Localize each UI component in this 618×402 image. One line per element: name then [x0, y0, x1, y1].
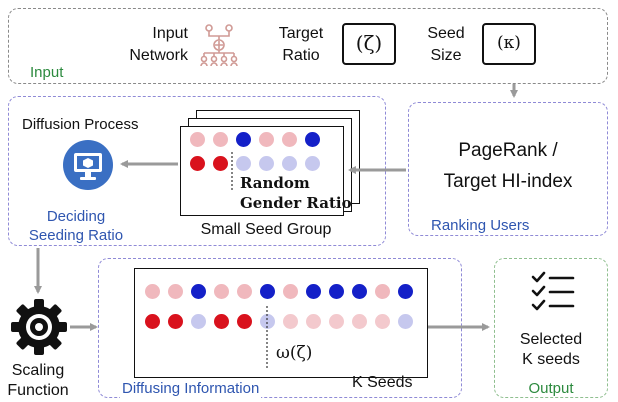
ratio-label-2: Ratio [282, 47, 320, 64]
input-panel [8, 8, 608, 84]
k-seed-dot-r1-c1 [145, 284, 160, 299]
seed-label-2: Size [430, 47, 462, 64]
omega-label: ω(ζ) [276, 343, 313, 363]
small-seed-group-label: Small Seed Group [200, 221, 332, 238]
k-seed-dot-r2-c7 [283, 314, 298, 329]
seed-dot-r2-c2 [213, 156, 228, 171]
k-seed-dot-r2-c6 [260, 314, 275, 329]
k-seed-dot-r1-c6 [260, 284, 275, 299]
seed-label-1: Seed [427, 25, 465, 42]
target-ratio-symbol: (ζ) [342, 23, 396, 65]
ratio-label-1: Target [278, 25, 324, 42]
k-seed-dot-r1-c4 [214, 284, 229, 299]
k-seed-dot-r1-c11 [375, 284, 390, 299]
k-seed-dot-r1-c10 [352, 284, 367, 299]
k-seed-dot-r1-c2 [168, 284, 183, 299]
split-dashed-line [231, 152, 233, 192]
k-seed-dot-r2-c1 [145, 314, 160, 329]
k-seed-dot-r1-c12 [398, 284, 413, 299]
seed-dot-r1-c4 [259, 132, 274, 147]
seed-dot-r1-c3 [236, 132, 251, 147]
k-seed-dot-r2-c9 [329, 314, 344, 329]
deciding-label-2: Seeding Ratio [28, 227, 124, 244]
seed-dot-r2-c6 [305, 156, 320, 171]
scaling-label-2: Function [7, 382, 69, 399]
scaling-label-1: Scaling [11, 362, 65, 379]
ranking-line-1: PageRank / [458, 140, 558, 161]
input-label: Input [30, 64, 64, 81]
k-seed-dot-r1-c7 [283, 284, 298, 299]
seed-size-symbol: (κ) [482, 23, 536, 65]
deciding-label-1: Deciding [46, 208, 106, 225]
gear-icon [11, 299, 67, 355]
k-seed-dot-r2-c3 [191, 314, 206, 329]
diffusion-process-title: Diffusion Process [22, 116, 139, 133]
k-seed-dot-r2-c10 [352, 314, 367, 329]
omega-dashed-line [266, 306, 268, 370]
k-seed-dot-r1-c8 [306, 284, 321, 299]
checklist-icon [531, 271, 575, 311]
k-seed-dot-r1-c9 [329, 284, 344, 299]
output-panel [494, 258, 608, 398]
k-seed-dot-r2-c4 [214, 314, 229, 329]
k-seed-dot-r1-c3 [191, 284, 206, 299]
random-overlay-1: Random [240, 174, 310, 192]
output-line-1: Selected [519, 331, 583, 348]
k-seeds-label: K Seeds [352, 374, 413, 391]
seed-dot-r1-c1 [190, 132, 205, 147]
output-line-2: K seeds [522, 351, 580, 368]
k-seed-dot-r2-c11 [375, 314, 390, 329]
ranking-panel [408, 102, 608, 236]
k-seed-dot-r2-c8 [306, 314, 321, 329]
k-seed-dot-r2-c2 [168, 314, 183, 329]
k-seed-dot-r2-c12 [398, 314, 413, 329]
ranking-line-2: Target HI-index [443, 171, 573, 192]
k-seed-dot-r2-c5 [237, 314, 252, 329]
random-overlay-2: Gender Ratio [240, 194, 352, 212]
seed-dot-r2-c5 [282, 156, 297, 171]
network-label-1: Input [152, 25, 188, 42]
ranking-label: Ranking Users [431, 217, 530, 234]
monitor-icon [63, 140, 113, 190]
seed-dot-r2-c1 [190, 156, 205, 171]
seed-dot-r2-c4 [259, 156, 274, 171]
output-label: Output [528, 380, 574, 397]
diffusing-label: Diffusing Information [120, 379, 262, 398]
k-seed-dot-r1-c5 [237, 284, 252, 299]
seed-dot-r1-c6 [305, 132, 320, 147]
network-icon [200, 24, 238, 67]
seed-dot-r1-c5 [282, 132, 297, 147]
seed-dot-r1-c2 [213, 132, 228, 147]
network-label-2: Network [129, 47, 188, 64]
seed-dot-r2-c3 [236, 156, 251, 171]
